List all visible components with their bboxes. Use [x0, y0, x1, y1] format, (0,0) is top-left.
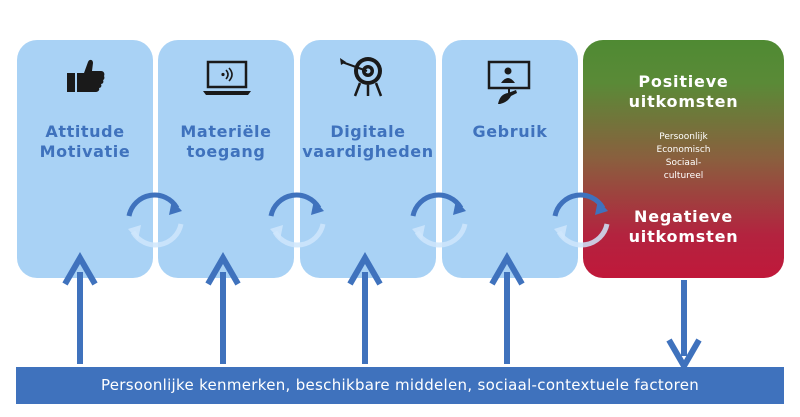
- outcome-types-list: Persoonlijk Economisch Sociaal- culturee…: [583, 131, 784, 183]
- up-arrow-head: [347, 251, 383, 286]
- outcome-type-item: Economisch: [656, 145, 711, 155]
- negative-outcomes-label: Negatieve uitkomsten: [628, 207, 739, 246]
- outcome-type-item: cultureel: [663, 171, 704, 181]
- up-arrow-head: [62, 251, 98, 286]
- stage-title-digitale-vaardigheden: Digitale vaardigheden: [302, 122, 434, 161]
- stage-title-materiele-toegang: Materiële toegang: [180, 122, 272, 161]
- stage-title-gebruik: Gebruik: [472, 122, 548, 141]
- stage-box-attitude: Attitude Motivatie: [17, 40, 153, 278]
- cycle-icon: [126, 192, 184, 248]
- monitor-user-icon: [487, 60, 531, 104]
- context-factors-bar: Persoonlijke kenmerken, beschikbare midd…: [16, 367, 784, 404]
- stage-title-attitude: Attitude Motivatie: [39, 122, 131, 161]
- up-arrow-head: [489, 251, 525, 286]
- outcome-type-item: Sociaal-: [665, 158, 702, 168]
- thumbs-up-icon: [67, 59, 105, 92]
- cycle-icon: [410, 192, 468, 248]
- cycle-icon: [268, 192, 326, 248]
- positive-outcomes-label: Positieve uitkomsten: [628, 72, 739, 111]
- laptop-icon: [203, 60, 251, 95]
- stage-box-digitale-vaardigheden: Digitale vaardigheden: [300, 40, 436, 278]
- outcomes-box: Positieve uitkomsten Persoonlijk Economi…: [583, 40, 784, 278]
- influence-arrows-up: [62, 251, 525, 364]
- cycle-icon: [552, 192, 610, 248]
- outcome-type-item: Persoonlijk: [659, 132, 708, 142]
- target-icon: [340, 57, 383, 97]
- up-arrow-head: [205, 251, 241, 286]
- stage-box-materiele-toegang: Materiële toegang: [158, 40, 294, 278]
- feedback-arrow-down: [666, 280, 702, 373]
- stage-box-gebruik: Gebruik: [442, 40, 578, 278]
